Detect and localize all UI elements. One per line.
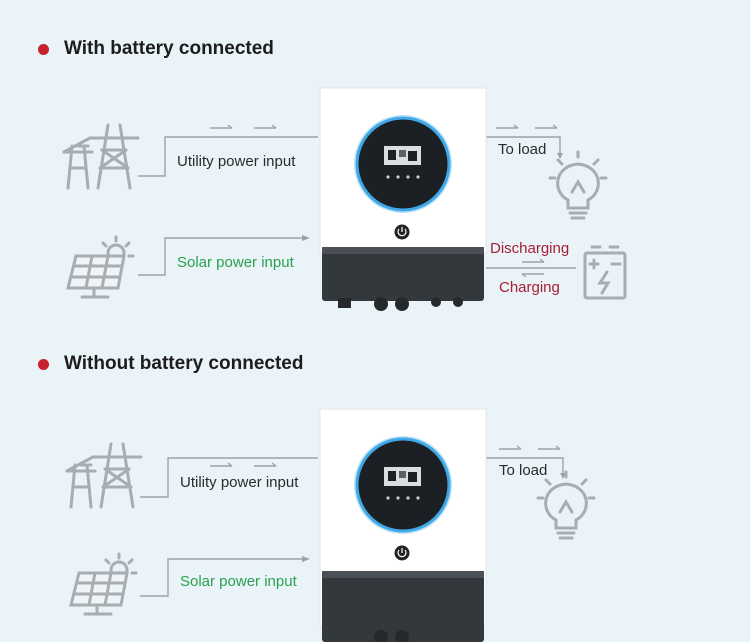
utility-power-label: Utility power input (177, 153, 296, 170)
discharging-label: Discharging (490, 240, 570, 257)
battery-icon (583, 245, 627, 300)
solar-panel-icon (66, 235, 135, 299)
utility-line (138, 136, 318, 177)
utility-power-label: Utility power input (180, 474, 299, 491)
flow-diagram (62, 87, 627, 311)
load-line (486, 457, 564, 475)
section-heading: Without battery connected (38, 353, 303, 375)
bullet-dot (38, 358, 49, 370)
section-heading-text: With battery connected (64, 38, 274, 59)
solar-power-label: Solar power input (177, 254, 294, 271)
solar-line (140, 558, 304, 597)
to-load-label: To load (499, 462, 548, 479)
flow-diagram (65, 408, 596, 642)
inverter-device (319, 408, 487, 642)
to-load-label: To load (498, 141, 547, 158)
section-with-battery: With battery connected (38, 38, 627, 311)
light-bulb-icon (548, 150, 608, 220)
light-bulb-icon (536, 470, 596, 540)
solar-power-label: Solar power input (180, 573, 297, 590)
section-heading: With battery connected (38, 38, 274, 60)
inverter-device (319, 87, 487, 311)
load-line (486, 136, 561, 155)
section-without-battery: Without battery connected (0, 321, 750, 642)
power-tower-icon (62, 123, 140, 190)
solar-panel-icon (69, 552, 138, 616)
solar-line (138, 237, 304, 276)
bullet-dot (38, 43, 49, 55)
power-tower-icon (65, 442, 143, 509)
utility-line (140, 457, 318, 498)
charging-label: Charging (499, 279, 560, 296)
section-heading-text: Without battery connected (64, 353, 304, 374)
